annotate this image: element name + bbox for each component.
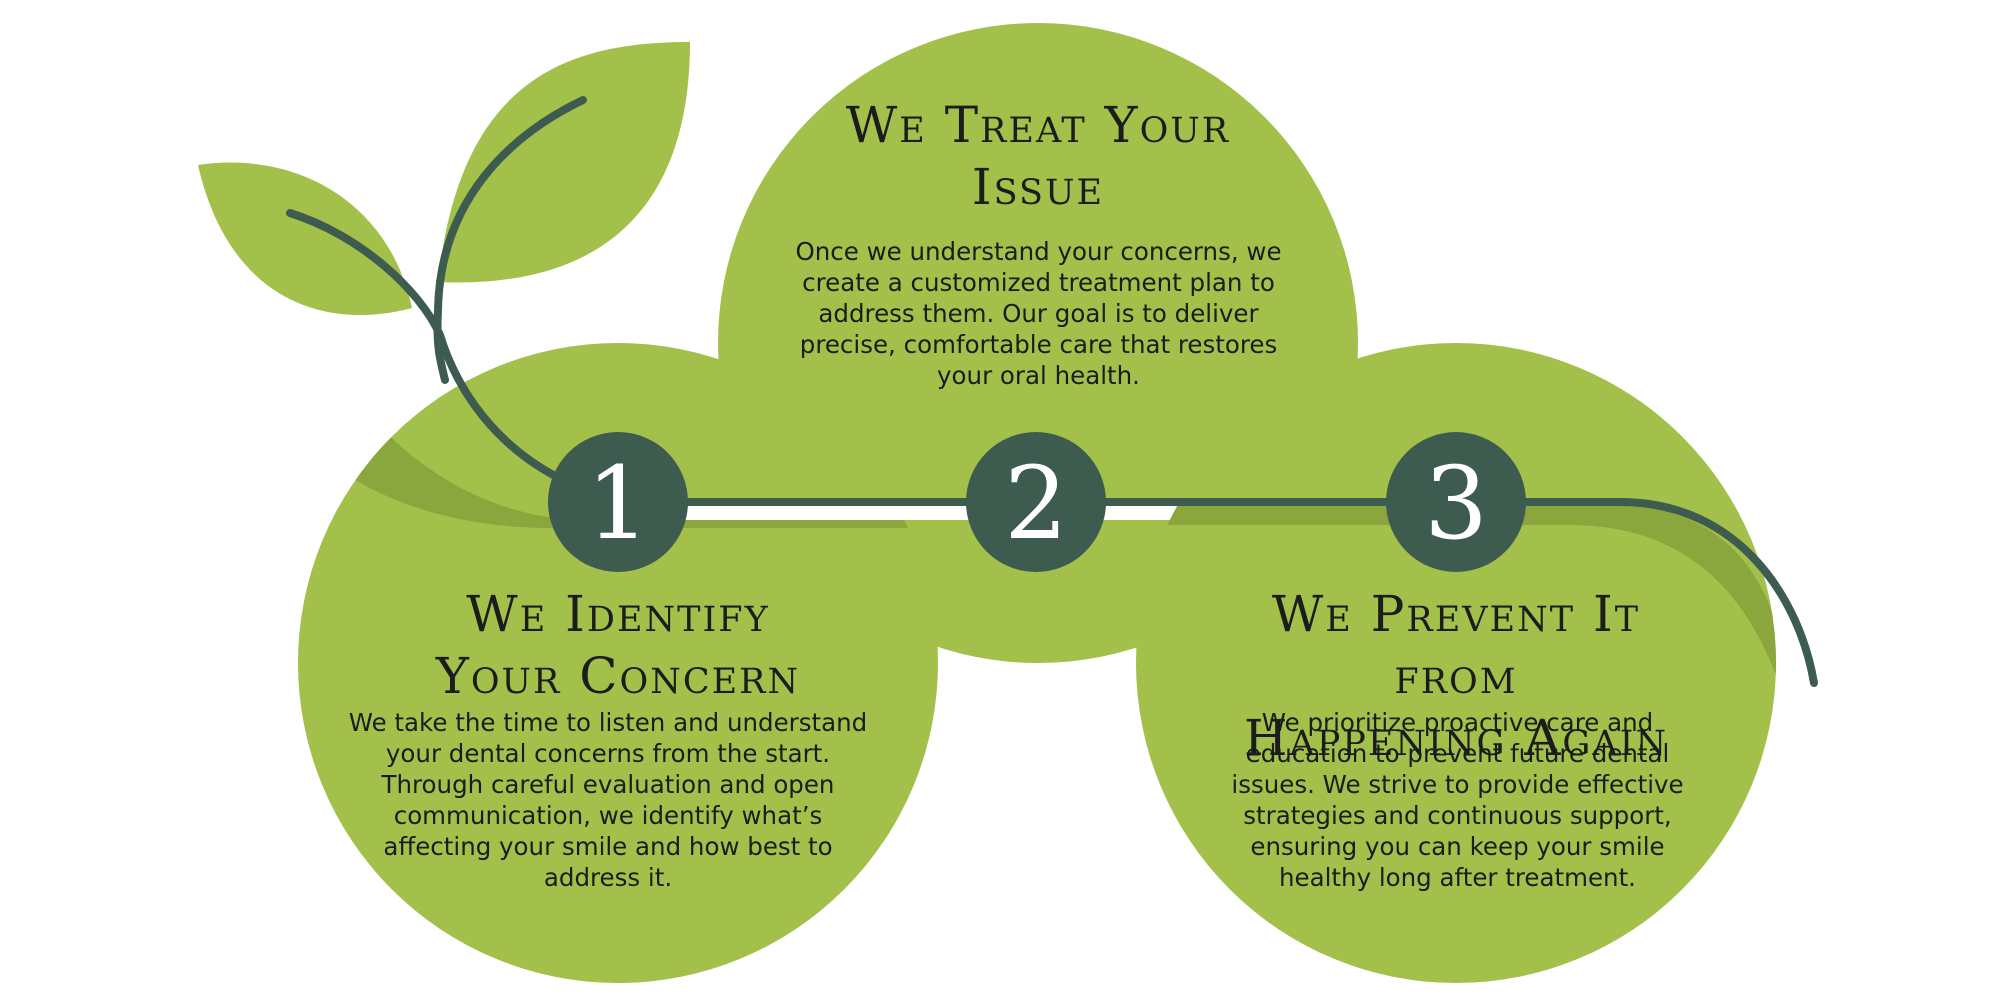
step-2-badge: 2	[966, 432, 1106, 572]
step-1-title-line2: Your Concern	[435, 647, 801, 705]
connector-line	[614, 498, 1818, 687]
step-2-badge-circle	[966, 432, 1106, 572]
step-2-description: Once we understand your concerns, we cre…	[795, 237, 1282, 390]
step-2-title-line1: We Treat Your	[845, 96, 1231, 154]
vine-branch	[433, 96, 587, 384]
step-3-description: We prioritize proactive care and educati…	[1231, 708, 1684, 892]
step-2-number: 2	[1004, 445, 1068, 562]
left-leaf	[198, 162, 412, 316]
step-3-title: We Prevent It from Happening Again	[1206, 583, 1706, 769]
step-1-title: We Identify Your Concern	[398, 583, 838, 707]
step-3-title-line2: Happening Again	[1243, 709, 1669, 767]
step-3-badge-circle	[1386, 432, 1526, 572]
step-3-badge: 3	[1386, 432, 1526, 572]
step-2-title-line2: Issue	[971, 158, 1105, 216]
step-1-title-line1: We Identify	[466, 585, 770, 643]
step-1-number: 1	[586, 445, 650, 562]
step-1-badge: 1	[548, 432, 688, 572]
step-1-badge-circle	[548, 432, 688, 572]
step-3-number: 3	[1424, 445, 1488, 562]
right-leaf	[438, 42, 690, 283]
step-3-title-line1: We Prevent It from	[1271, 585, 1641, 705]
step-1-description: We take the time to listen and understan…	[348, 708, 868, 892]
step-2-title: We Treat Your Issue	[838, 94, 1238, 218]
